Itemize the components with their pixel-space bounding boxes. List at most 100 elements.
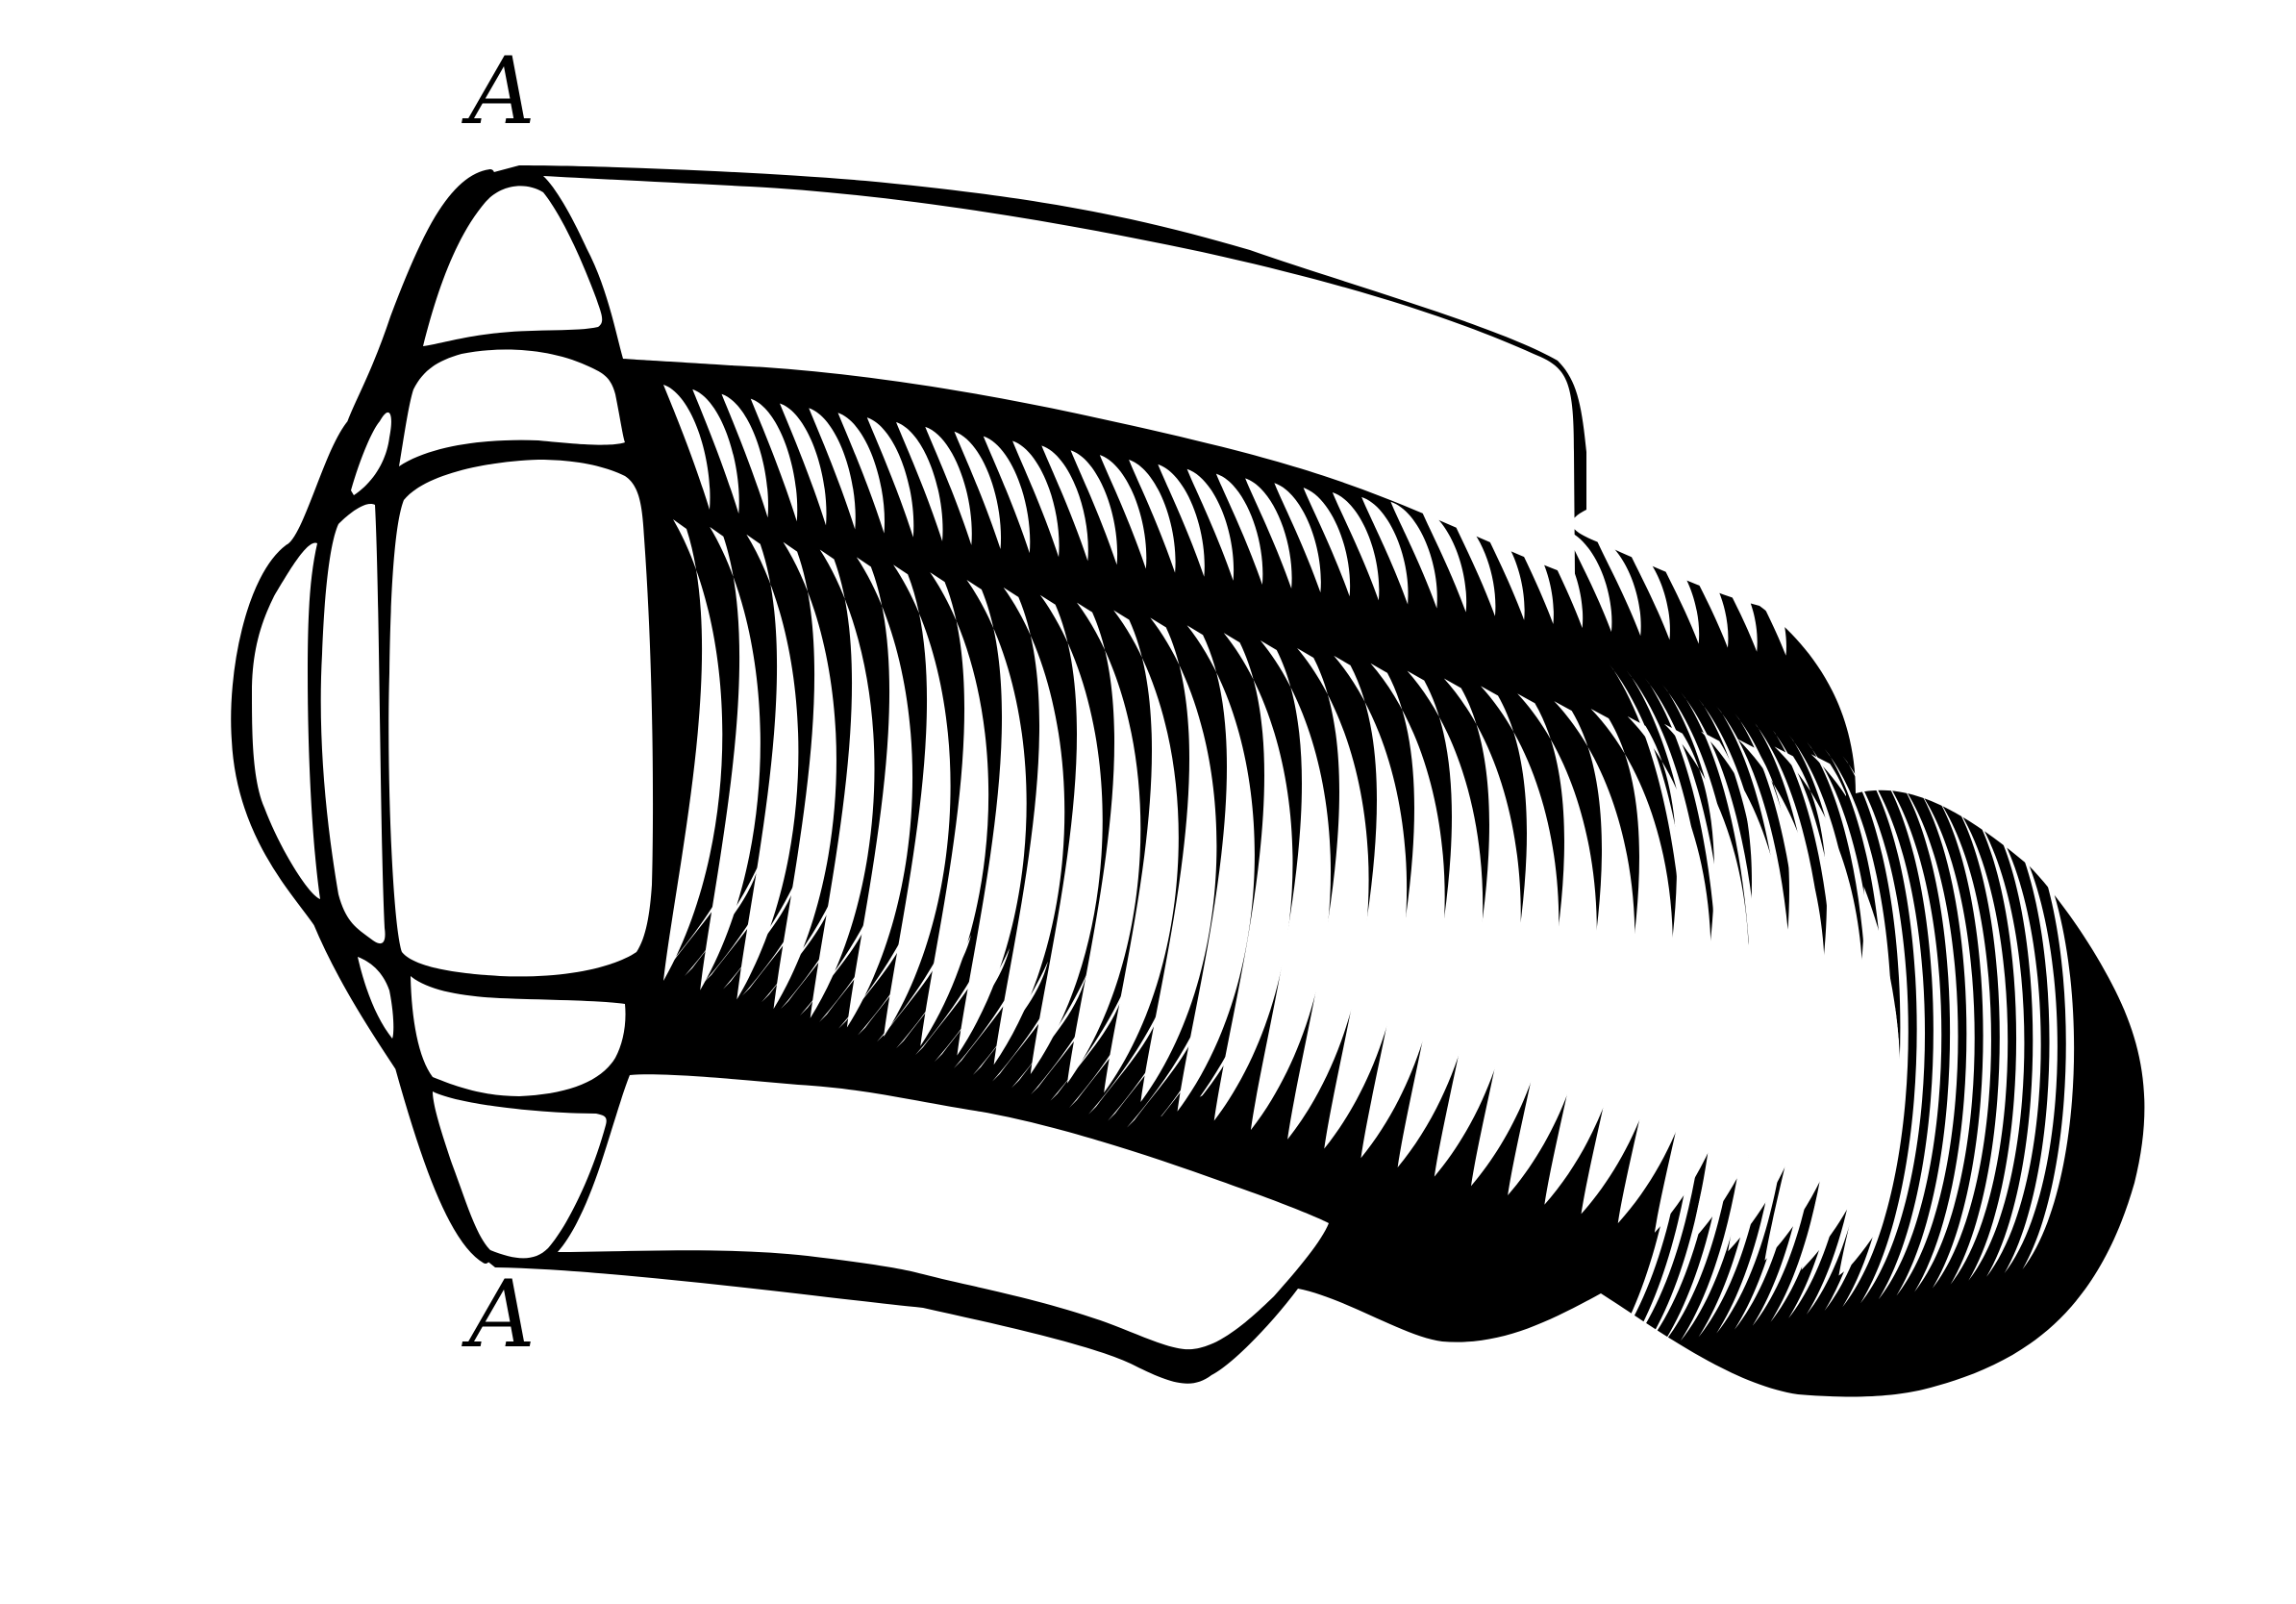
rear-band	[1950, 798, 2009, 1285]
section-band	[1324, 655, 1408, 1149]
section-band	[993, 587, 1065, 1065]
upper-band	[1129, 459, 1176, 573]
upper-band	[1710, 553, 1758, 652]
rear-band	[1734, 713, 1809, 1330]
upper-band	[1274, 483, 1321, 593]
rear-band	[1860, 763, 1926, 1304]
label-top: A	[461, 38, 535, 145]
upper-band	[925, 426, 972, 545]
section-band	[1030, 594, 1103, 1074]
upper-band	[1478, 515, 1525, 620]
upper-band	[837, 413, 886, 534]
rear-band	[1609, 664, 1693, 1356]
section-band	[1140, 617, 1217, 1103]
rear-band	[1698, 698, 1776, 1338]
upper-band	[1681, 548, 1729, 648]
upper-band	[1507, 520, 1554, 624]
section-band	[773, 541, 836, 1010]
section-band	[1067, 602, 1141, 1084]
rear-band	[1842, 756, 1909, 1308]
section-band	[1250, 640, 1332, 1131]
section-band	[810, 549, 875, 1018]
upper-band	[1332, 492, 1380, 601]
upper-band	[1186, 468, 1235, 581]
front-cap-window	[388, 460, 654, 977]
upper-band	[1448, 511, 1496, 616]
upper-band	[1070, 450, 1118, 565]
rear-band	[1968, 805, 2025, 1281]
upper-band	[983, 436, 1031, 554]
front-cap-panels	[252, 186, 654, 1259]
section-band	[884, 564, 951, 1038]
front-cap-far-left-lobe	[252, 542, 320, 899]
rear-band	[1896, 777, 1959, 1296]
upper-band	[1623, 539, 1670, 640]
upper-band	[780, 403, 827, 526]
upper-band	[1012, 440, 1060, 558]
upper-band	[1798, 567, 1845, 664]
upper-band	[1594, 534, 1641, 637]
rear-band	[1878, 769, 1942, 1300]
upper-band	[1535, 525, 1584, 629]
front-cap-lower-band	[411, 976, 626, 1096]
upper-band	[1245, 478, 1292, 589]
rear-band	[2004, 819, 2058, 1273]
upper-band	[1768, 563, 1816, 660]
upper-band	[896, 421, 943, 541]
upper-band	[1303, 488, 1351, 597]
upper-band	[866, 417, 914, 538]
rear-band	[1932, 791, 1991, 1289]
section-band	[920, 572, 989, 1046]
rear-band	[1626, 670, 1710, 1353]
upper-band	[1099, 455, 1147, 569]
upper-band	[1652, 543, 1700, 644]
rear-band	[2022, 827, 2075, 1269]
bottom-band	[558, 1074, 1329, 1350]
section-band	[736, 534, 799, 1000]
upper-band	[721, 393, 768, 518]
front-cap-top-lens	[423, 186, 603, 346]
section-band	[1104, 610, 1179, 1093]
rear-band	[1806, 741, 1876, 1315]
section-bands-upper	[663, 385, 1845, 664]
section-band	[700, 526, 761, 990]
body-outline	[231, 169, 494, 1264]
rear-band	[1662, 685, 1743, 1345]
section-bands-rear	[1609, 664, 2075, 1356]
upper-band	[1361, 496, 1409, 605]
upper-band	[663, 385, 711, 510]
upper-band	[1215, 473, 1263, 585]
upper-band	[1739, 558, 1786, 656]
front-cap-left-lobe-top	[351, 412, 391, 495]
upper-band	[1419, 506, 1467, 613]
front-cap-left-pane	[320, 504, 386, 944]
rear-band	[1770, 727, 1842, 1322]
upper-band	[1390, 501, 1437, 609]
top-band	[543, 176, 1575, 577]
rear-band	[1914, 784, 1975, 1292]
rear-band	[1716, 706, 1793, 1334]
upper-band	[750, 398, 798, 522]
section-band	[1360, 663, 1445, 1159]
section-band	[846, 557, 913, 1028]
section-band	[663, 519, 723, 981]
label-bottom: A	[461, 1261, 535, 1368]
upper-band	[1041, 445, 1088, 562]
section-band	[1213, 633, 1293, 1121]
section-band	[1287, 647, 1369, 1140]
front-cap-bottom-lens	[433, 1091, 607, 1259]
rear-band	[1824, 748, 1892, 1312]
section-band	[957, 580, 1027, 1056]
upper-band	[809, 408, 856, 530]
rear-band	[1986, 813, 2041, 1277]
front-cap-upper-band	[399, 349, 625, 466]
rear-band	[1644, 677, 1727, 1349]
upper-band	[692, 388, 739, 514]
rear-band	[1680, 691, 1759, 1341]
front-cap-left-lobe-bottom	[358, 957, 394, 1039]
upper-band	[954, 431, 1002, 550]
section-band	[1177, 625, 1255, 1112]
rear-band	[1752, 720, 1826, 1326]
rear-band	[1788, 734, 1859, 1318]
